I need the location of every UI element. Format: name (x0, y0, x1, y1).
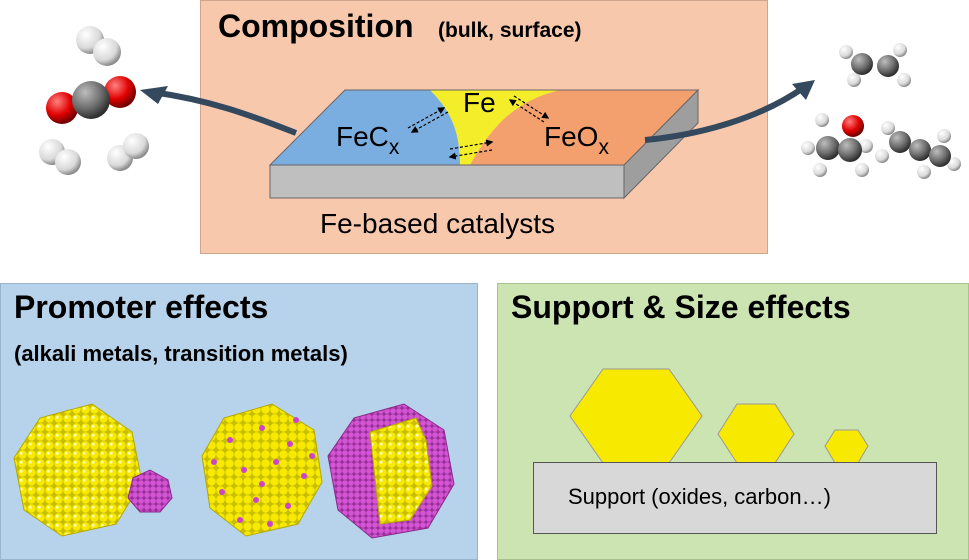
input-arrow (151, 89, 298, 136)
catalyst-label: Fe-based catalysts (320, 208, 555, 239)
feo-label: FeOx (544, 121, 609, 159)
fe-label: Fe (463, 87, 496, 118)
input-arrow-head (140, 86, 168, 104)
fec-label: FeCx (336, 121, 400, 159)
h2-molecule-bottom-right (107, 133, 149, 171)
nanoparticle-separate-promoter (13, 403, 173, 537)
nanoparticle-core-shell-promoter (327, 403, 455, 539)
promoter-title: Promoter effects (14, 289, 269, 325)
co2-molecule (46, 76, 136, 124)
fec-region (270, 90, 460, 165)
feo-region (470, 90, 698, 165)
medium-particle (717, 403, 795, 464)
output-arrow (644, 85, 805, 143)
output-arrow-head (792, 80, 815, 100)
ethylene-molecule (839, 43, 911, 87)
fe-region (430, 90, 560, 165)
composition-subtitle: (bulk, surface) (438, 19, 582, 42)
phase-conversion-arrows (407, 95, 550, 160)
promoter-subtitle: (alkali metals, transition metals) (14, 341, 348, 366)
small-particle (824, 429, 869, 464)
support-title: Support & Size effects (511, 289, 851, 325)
h2-molecule-bottom-left (39, 139, 81, 175)
propane-molecule (875, 121, 961, 179)
large-particle (569, 368, 703, 464)
catalyst-slab (268, 88, 700, 200)
alcohol-molecule (801, 113, 873, 177)
h2-molecule-top (76, 26, 121, 66)
support-label: Support (oxides, carbon…) (568, 484, 831, 509)
support-box (533, 462, 937, 534)
composition-title: Composition (218, 8, 414, 44)
nanoparticle-dispersed-promoter (201, 403, 323, 537)
